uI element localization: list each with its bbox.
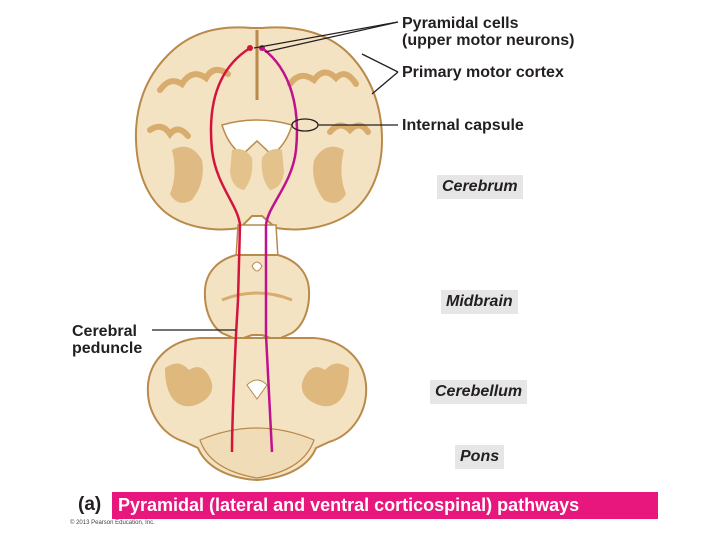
leader-pyramidal-cells [253,21,399,49]
label-pyramidal-cells-line2: (upper motor neurons) [402,32,575,49]
leader-motor-cortex-b [371,71,399,95]
cerebral-aqueduct [251,261,263,272]
cerebrum-section [134,26,384,231]
leader-pyramidal-cells-2 [264,21,399,53]
label-pyramidal-cells: Pyramidal cells (upper motor neurons) [402,15,574,49]
right-white-matter-fold [313,146,346,203]
cerebellum-right-folia [301,363,349,407]
pyramidal-pathway-red [209,46,251,453]
pons-base [199,427,315,479]
leader-motor-cortex-a [361,53,399,73]
midbrain-outline [203,254,311,342]
left-white-matter-fold [170,146,203,203]
fourth-ventricle [246,379,268,400]
pyramidal-pathway-magenta [261,46,299,453]
region-label-cerebellum: Cerebellum [430,380,528,404]
region-label-cerebrum: Cerebrum [437,175,523,199]
midbrain-tegmentum [221,291,293,302]
thalamus-right [261,149,284,190]
caption-title: Pyramidal (lateral and ventral corticosp… [118,495,580,515]
midbrain-section [203,254,311,342]
copyright-notice: © 2013 Pearson Education, Inc. [70,520,155,526]
pyramidal-cell-marker-red [247,45,253,51]
leader-lines [152,21,399,331]
label-cerebral-peduncle: Cerebral peduncle [72,323,142,357]
label-cerebral-peduncle-line1: Cerebral [72,323,137,340]
region-label-midbrain: Midbrain [441,290,518,314]
thalamus-left [230,149,253,190]
label-primary-motor-cortex: Primary motor cortex [402,64,564,81]
brainstem-stalk [235,224,279,259]
lateral-ventricles [221,119,293,156]
label-cerebral-peduncle-line2: peduncle [72,340,143,357]
caption-banner: Pyramidal (lateral and ventral corticosp… [112,492,658,519]
region-label-pons: Pons [455,445,505,469]
label-internal-capsule: Internal capsule [402,117,524,134]
cerebellum-pons-section [146,337,368,482]
label-pyramidal-cells-line1: Pyramidal cells [402,15,519,32]
cortex-gyri [147,66,371,140]
cerebellum-left-folia [165,363,213,407]
panel-letter: (a) [78,494,102,515]
